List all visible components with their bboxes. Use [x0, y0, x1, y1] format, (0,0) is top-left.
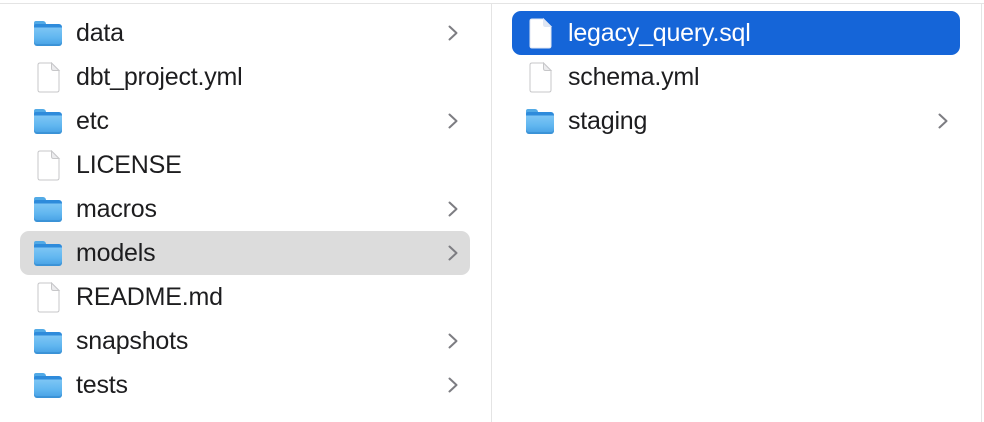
chevron-right-icon — [447, 24, 459, 42]
file-row[interactable]: dbt_project.yml — [20, 55, 470, 99]
chevron-right-icon — [447, 200, 459, 218]
file-name: staging — [568, 106, 648, 135]
column-divider — [981, 3, 982, 422]
file-row[interactable]: staging — [512, 99, 960, 143]
file-name: macros — [76, 194, 157, 223]
document-icon — [34, 149, 62, 181]
file-name: LICENSE — [76, 150, 182, 179]
chevron-right-icon — [937, 112, 949, 130]
document-icon — [34, 281, 62, 313]
file-row[interactable]: macros — [20, 187, 470, 231]
folder-icon — [34, 105, 62, 137]
file-name: etc — [76, 106, 109, 135]
document-icon — [526, 17, 554, 49]
file-name: README.md — [76, 282, 223, 311]
chevron-right-icon — [447, 244, 459, 262]
folder-icon — [34, 17, 62, 49]
folder-icon — [526, 105, 554, 137]
file-row[interactable]: README.md — [20, 275, 470, 319]
file-name: dbt_project.yml — [76, 62, 243, 91]
file-row[interactable]: data — [20, 11, 470, 55]
file-name: tests — [76, 370, 128, 399]
file-row[interactable]: tests — [20, 363, 470, 407]
file-row[interactable]: models — [20, 231, 470, 275]
file-name: schema.yml — [568, 62, 700, 91]
document-icon — [526, 61, 554, 93]
chevron-right-icon — [447, 332, 459, 350]
file-name: data — [76, 18, 124, 47]
chevron-right-icon — [447, 376, 459, 394]
file-row[interactable]: snapshots — [20, 319, 470, 363]
file-name: legacy_query.sql — [568, 18, 751, 47]
file-row[interactable]: LICENSE — [20, 143, 470, 187]
top-divider — [0, 3, 984, 4]
folder-icon — [34, 193, 62, 225]
folder-icon — [34, 369, 62, 401]
finder-column-2: legacy_query.sql schema.yml staging — [492, 4, 981, 422]
file-name: models — [76, 238, 156, 267]
folder-icon — [34, 325, 62, 357]
document-icon — [34, 61, 62, 93]
file-row[interactable]: etc — [20, 99, 470, 143]
file-name: snapshots — [76, 326, 189, 355]
chevron-right-icon — [447, 112, 459, 130]
file-row[interactable]: schema.yml — [512, 55, 960, 99]
column-divider — [491, 3, 492, 422]
file-row[interactable]: legacy_query.sql — [512, 11, 960, 55]
folder-icon — [34, 237, 62, 269]
finder-column-1: data dbt_project.yml etc LICENSE macros … — [0, 4, 491, 422]
